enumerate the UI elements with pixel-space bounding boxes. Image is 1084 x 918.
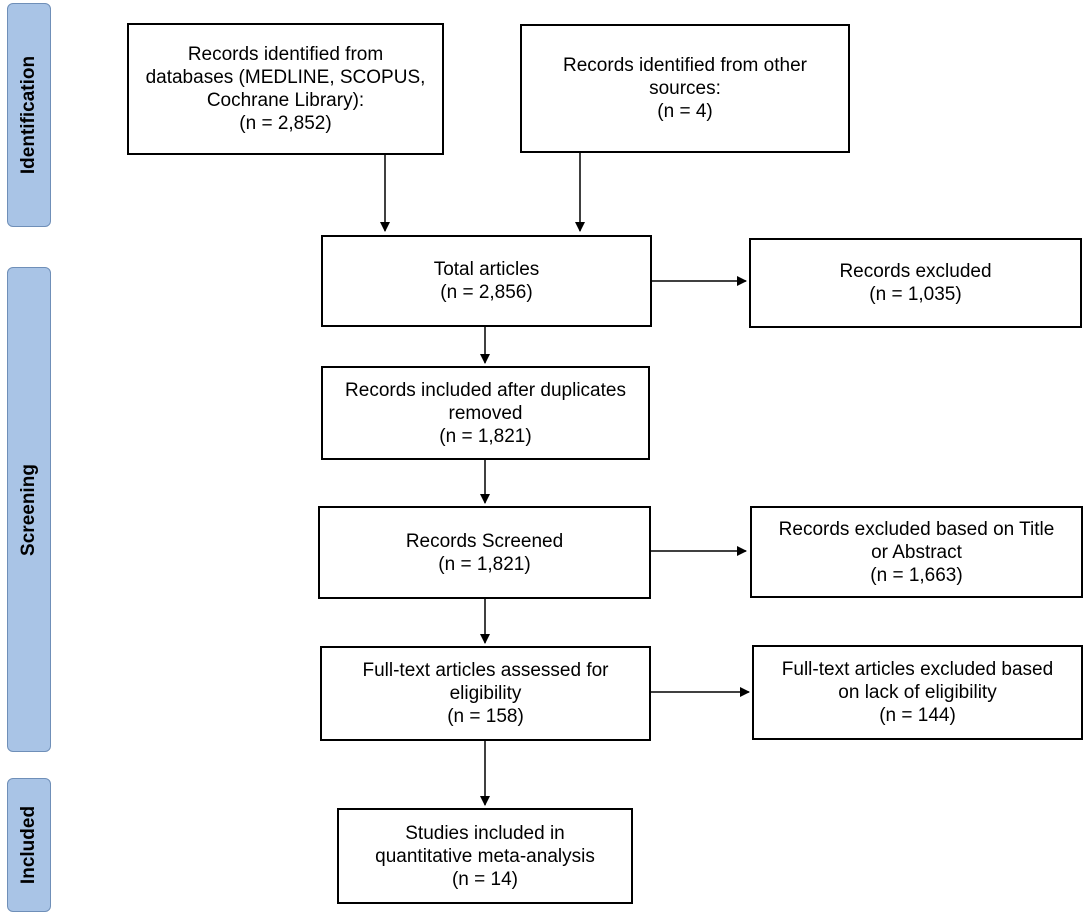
phase-included: Included bbox=[7, 778, 51, 912]
box-other-sources: Records identified from other sources: (… bbox=[520, 24, 850, 153]
box-excluded1-count: (n = 1,035) bbox=[869, 284, 962, 305]
box-databases-line1: Records identified from bbox=[187, 44, 384, 65]
box-excluded-title-count: (n = 1,663) bbox=[870, 564, 963, 586]
box-records-screened: Records Screened (n = 1,821) bbox=[318, 506, 651, 599]
box-total-articles: Total articles (n = 2,856) bbox=[321, 235, 652, 327]
box-fulltext-excluded-count: (n = 144) bbox=[879, 705, 956, 726]
box-excluded1-line1: Records excluded bbox=[839, 261, 992, 282]
box-total-count: (n = 2,856) bbox=[440, 282, 533, 303]
box-fulltext-line1: Full-text articles assessed for bbox=[362, 660, 609, 681]
box-included-line1: Studies included in bbox=[405, 822, 565, 844]
box-after-duplicates-line2: removed bbox=[448, 402, 523, 424]
box-fulltext-assessed: Full-text articles assessed for eligibil… bbox=[320, 646, 651, 741]
box-other-sources-line1: Records identified from other bbox=[563, 55, 807, 76]
box-excluded-title-abstract: Records excluded based on Title or Abstr… bbox=[750, 506, 1083, 598]
box-included-count: (n = 14) bbox=[451, 868, 518, 890]
box-fulltext-line2: eligibility bbox=[449, 683, 522, 704]
box-total-line1: Total articles bbox=[433, 259, 540, 280]
box-fulltext-excluded-line1: Full-text articles excluded based bbox=[781, 659, 1054, 680]
box-studies-included: Studies included in quantitative meta-an… bbox=[337, 808, 633, 904]
box-databases-line2: databases (MEDLINE, SCOPUS, bbox=[145, 67, 426, 88]
box-databases-count: (n = 2,852) bbox=[239, 113, 332, 134]
box-screened-line1: Records Screened bbox=[405, 530, 564, 552]
box-excluded-title-line1: Records excluded based on Title bbox=[778, 518, 1055, 540]
box-databases: Records identified from databases (MEDLI… bbox=[127, 23, 444, 155]
box-included-line2: quantitative meta-analysis bbox=[375, 845, 595, 867]
box-fulltext-excluded: Full-text articles excluded based on lac… bbox=[752, 645, 1083, 740]
box-after-duplicates-count: (n = 1,821) bbox=[439, 425, 532, 447]
box-other-sources-count: (n = 4) bbox=[657, 101, 713, 122]
box-screened-count: (n = 1,821) bbox=[438, 553, 531, 575]
box-excluded-title-line2: or Abstract bbox=[871, 541, 962, 563]
phase-identification: Identification bbox=[7, 3, 51, 227]
box-after-duplicates-line1: Records included after duplicates bbox=[345, 379, 626, 401]
box-fulltext-excluded-line2: on lack of eligibility bbox=[838, 682, 997, 703]
box-databases-line3: Cochrane Library): bbox=[206, 90, 365, 111]
box-other-sources-line2: sources: bbox=[649, 78, 721, 99]
box-records-excluded: Records excluded (n = 1,035) bbox=[749, 238, 1082, 328]
box-after-duplicates: Records included after duplicates remove… bbox=[321, 366, 650, 460]
box-fulltext-count: (n = 158) bbox=[447, 706, 524, 727]
phase-screening: Screening bbox=[7, 267, 51, 752]
